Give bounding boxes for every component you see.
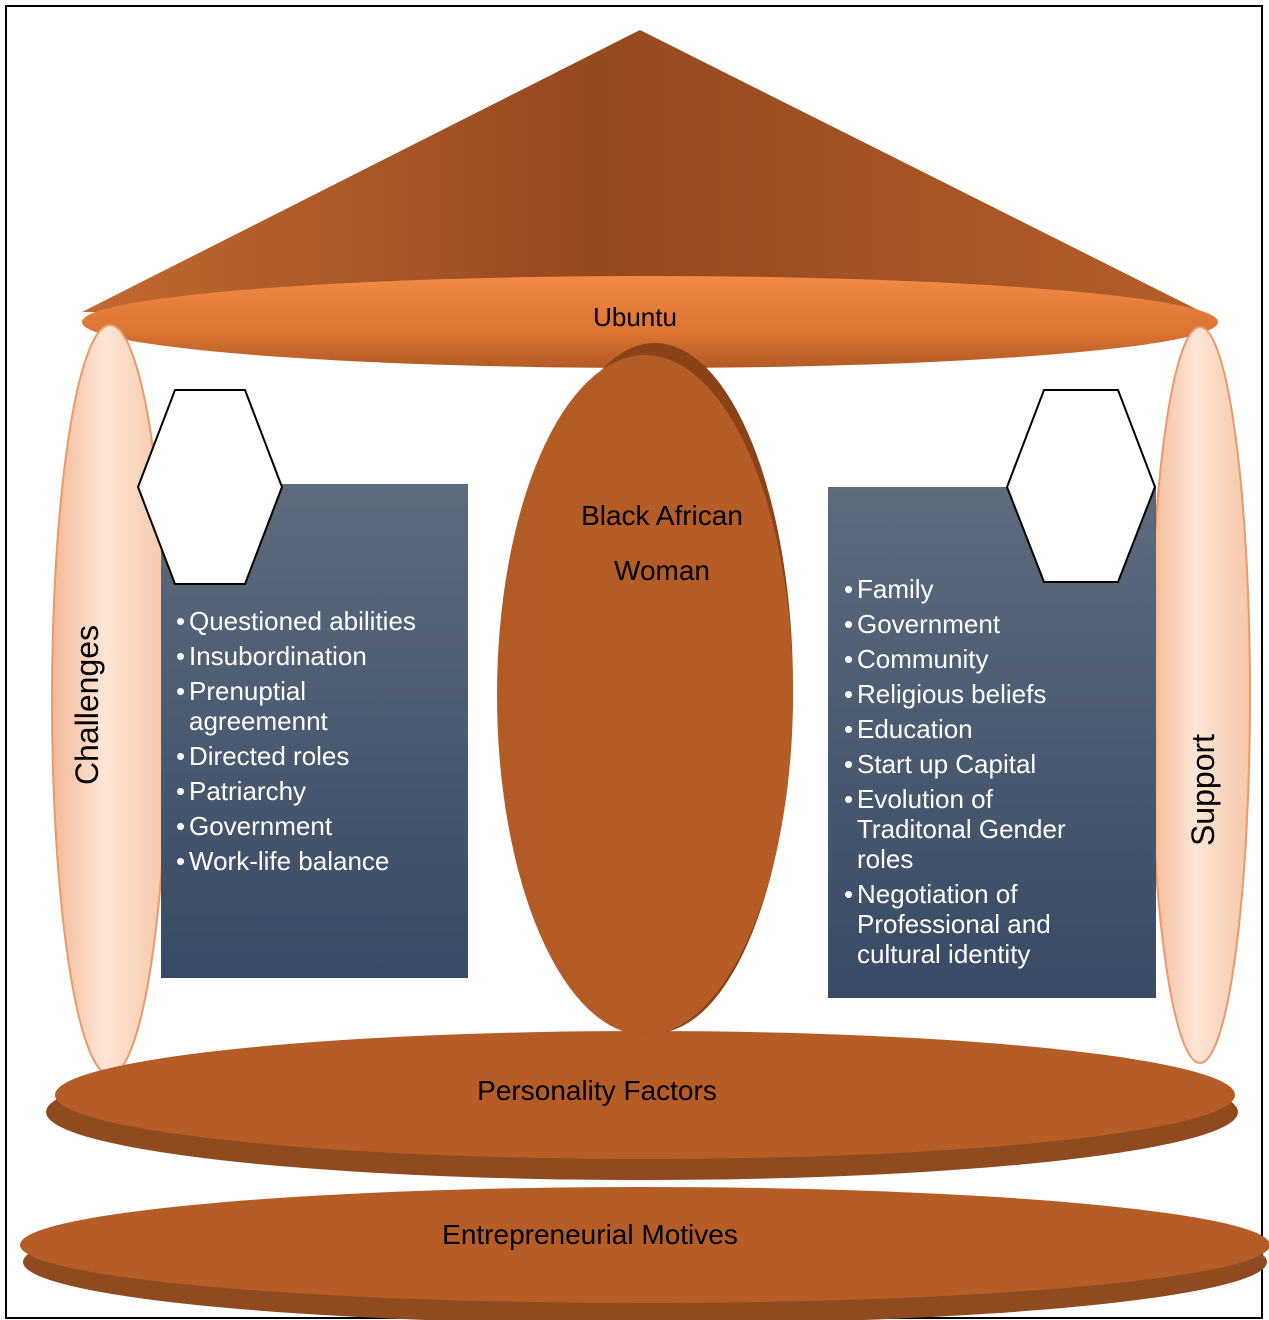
base-lower-label: Entrepreneurial Motives (442, 1219, 738, 1250)
list-item: Evolution of Traditonal Gender roles (844, 784, 1096, 874)
roof-brim (82, 276, 1218, 368)
list-item: Start up Capital (844, 749, 1096, 779)
list-item: Patriarchy (176, 776, 460, 806)
right-pillar-label: Support (1185, 734, 1221, 846)
list-item: Questioned abilities (176, 606, 460, 636)
roof-label: Ubuntu (593, 302, 677, 332)
list-item: Government (844, 609, 1096, 639)
right-pillar-shape (1149, 326, 1251, 1064)
base-upper-disc: Personality Factors (46, 1031, 1238, 1180)
list-item: Religious beliefs (844, 679, 1096, 709)
challenges-hexagon (136, 389, 284, 585)
right-pillar: Support (1149, 326, 1251, 1064)
list-item: Government (176, 811, 460, 841)
support-list: Family Government Community Religious be… (844, 574, 1096, 974)
base-lower-top (20, 1187, 1269, 1303)
support-hexagon (1005, 389, 1157, 583)
center-disc-face (497, 355, 793, 1035)
list-item: Prenuptial agreemennt (176, 676, 359, 736)
center-label-line2: Woman (614, 555, 710, 586)
list-item: Education (844, 714, 1096, 744)
list-item: Directed roles (176, 741, 460, 771)
roof-cone (82, 30, 1218, 320)
list-item: Insubordination (176, 641, 460, 671)
base-lower-disc: Entrepreneurial Motives (20, 1187, 1269, 1320)
center-disc: Black African Woman (497, 343, 793, 1035)
base-upper-label: Personality Factors (477, 1075, 717, 1106)
list-item: Negotiation of Professional and cultural… (844, 879, 1087, 969)
challenges-list: Questioned abilities Insubordination Pre… (176, 606, 460, 881)
left-pillar-label: Challenges (69, 625, 105, 785)
list-item: Work-life balance (176, 846, 460, 876)
base-upper-top (55, 1031, 1235, 1159)
center-label-line1: Black African (581, 500, 743, 531)
list-item: Family (844, 574, 1096, 604)
left-pillar: Challenges (51, 324, 169, 1076)
roof: Ubuntu (82, 30, 1218, 368)
list-item: Community (844, 644, 1096, 674)
